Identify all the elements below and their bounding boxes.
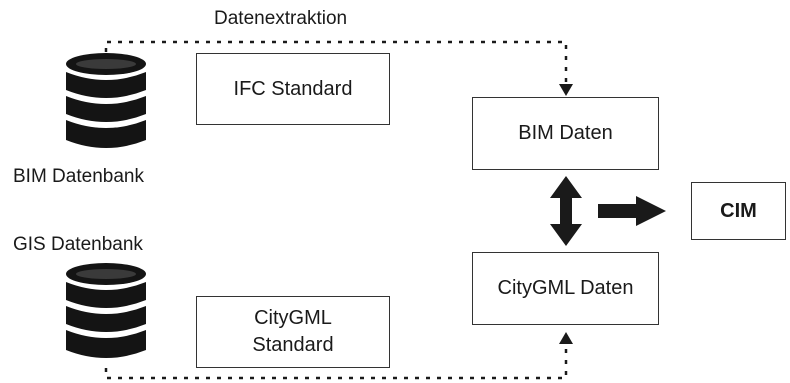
extraction-arrowhead-bottom [559, 332, 573, 344]
gis-database-icon [66, 263, 146, 358]
gis-datenbank-label: GIS Datenbank [13, 234, 143, 255]
bim-daten-box: BIM Daten [472, 97, 659, 170]
bim-daten-label: BIM Daten [518, 122, 613, 144]
citygml-standard-label-line2: Standard [252, 334, 334, 356]
ifc-standard-label: IFC Standard [233, 77, 353, 100]
citygml-daten-box: CityGML Daten [472, 252, 659, 325]
extraction-arrowhead-top [559, 84, 573, 96]
bim-datenbank-label: BIM Datenbank [13, 166, 144, 187]
arrow-to-cim [598, 196, 666, 226]
cim-label: CIM [720, 199, 757, 222]
citygml-daten-label: CityGML Daten [497, 277, 634, 299]
bidirectional-arrow [550, 176, 582, 246]
datenextraktion-label: Datenextraktion [214, 8, 348, 29]
bim-database-icon [66, 53, 146, 148]
citygml-standard-box: CityGML Standard [196, 296, 390, 368]
cim-box: CIM [691, 182, 786, 240]
ifc-standard-box: IFC Standard [196, 53, 390, 125]
citygml-standard-label-line1: CityGML [254, 307, 332, 329]
extraction-path-top [104, 40, 568, 92]
